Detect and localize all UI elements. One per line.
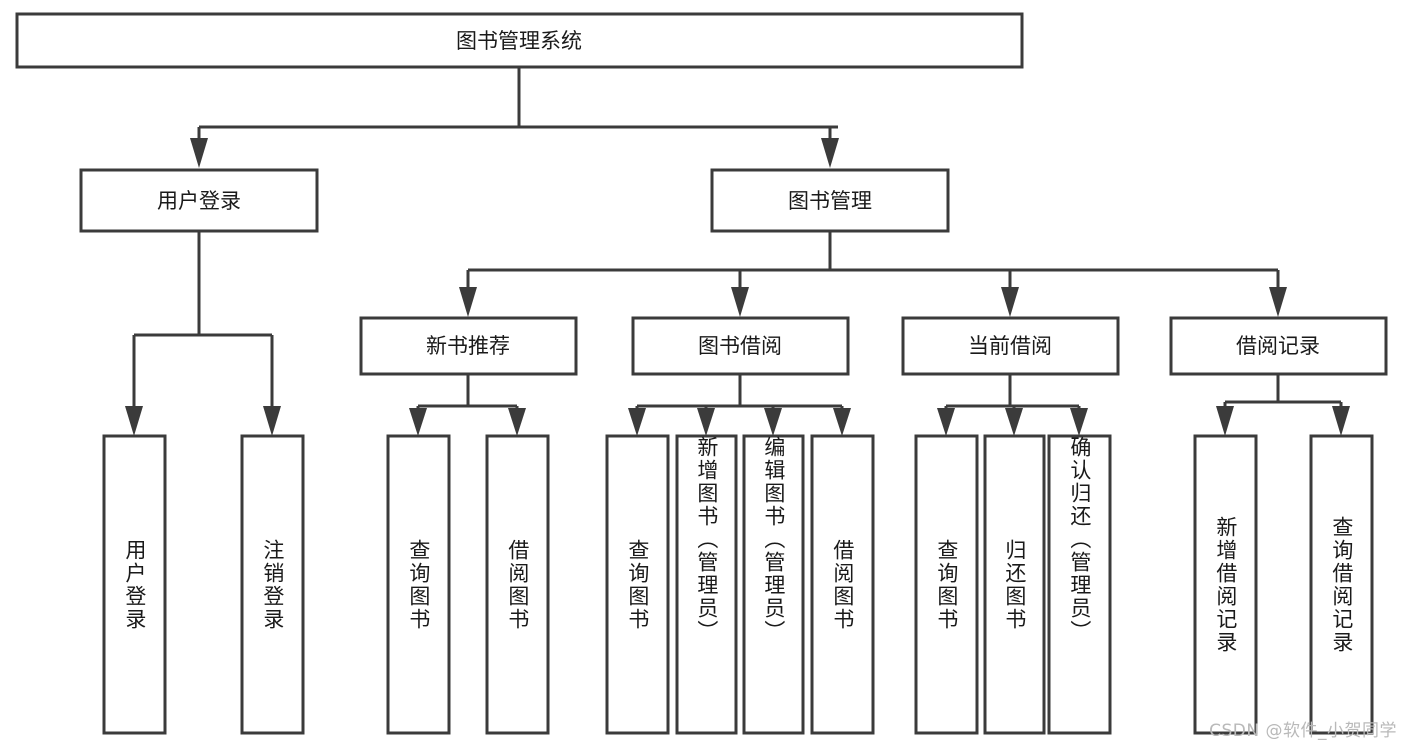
node-user-login-label: 用户登录 [157, 189, 241, 213]
node-root[interactable]: 图书管理系统 [15, 12, 1024, 69]
connector-borrow-record-to-leaves [1216, 374, 1350, 436]
arrow-head-new-book-leaf-1 [409, 408, 427, 436]
arrow-head-book-borrow-leaf-2 [697, 408, 715, 436]
leaf-box-borrow-record-2[interactable] [1309, 434, 1374, 735]
node-book-borrow[interactable]: 图书借阅 [631, 316, 850, 376]
arrow-head-to-new-book [459, 287, 477, 317]
arrow-head-to-current-borrow [1001, 287, 1019, 317]
node-book-borrow-box[interactable] [631, 316, 850, 376]
arrow-head-current-borrow-leaf-1 [937, 408, 955, 436]
leaf-box-user-login-1[interactable] [102, 434, 167, 735]
arrow-head-current-borrow-leaf-2 [1005, 408, 1023, 436]
leaf-box-user-login-2[interactable] [240, 434, 305, 735]
node-user-login[interactable]: 用户登录 [79, 168, 319, 233]
leaf-box-book-borrow-4[interactable] [810, 434, 875, 735]
node-book-borrow-label: 图书借阅 [698, 334, 782, 358]
arrow-head-borrow-record-leaf-1 [1216, 406, 1234, 436]
connector-root-to-level2 [190, 67, 839, 168]
node-borrow-record[interactable]: 借阅记录 [1169, 316, 1388, 376]
node-current-borrow-label: 当前借阅 [968, 334, 1052, 358]
arrow-head-to-book-manage [821, 138, 839, 168]
arrow-head-book-borrow-leaf-1 [628, 408, 646, 436]
node-new-book-recommend-box[interactable] [359, 316, 578, 376]
node-root-label: 图书管理系统 [456, 29, 582, 53]
arrow-head-new-book-leaf-2 [508, 408, 526, 436]
connector-new-book-to-leaves [409, 374, 526, 436]
leaf-box-new-book-1[interactable] [386, 434, 451, 735]
watermark-text: CSDN @软件_小贺同学 [1209, 721, 1397, 741]
connector-current-borrow-to-leaves [937, 374, 1088, 436]
leaf-box-book-borrow-2[interactable] [675, 434, 738, 735]
node-current-borrow-box[interactable] [901, 316, 1120, 376]
arrow-head-user-login-leaf-1 [125, 406, 143, 436]
arrow-head-to-user-login [190, 138, 208, 168]
leaf-box-current-borrow-3[interactable] [1047, 434, 1112, 735]
node-borrow-record-box[interactable] [1169, 316, 1388, 376]
leaf-box-book-borrow-3[interactable] [742, 434, 805, 735]
arrow-head-book-borrow-leaf-4 [833, 408, 851, 436]
connector-book-manage-to-level3 [459, 231, 1287, 317]
node-new-book-recommend-label: 新书推荐 [426, 334, 510, 358]
arrow-head-to-book-borrow [731, 287, 749, 317]
node-borrow-record-label: 借阅记录 [1236, 334, 1320, 358]
arrow-head-borrow-record-leaf-2 [1332, 406, 1350, 436]
node-root-box[interactable] [15, 12, 1024, 69]
node-new-book-recommend[interactable]: 新书推荐 [359, 316, 578, 376]
leaf-box-current-borrow-1[interactable] [914, 434, 979, 735]
node-book-manage[interactable]: 图书管理 [710, 168, 950, 233]
node-book-manage-label: 图书管理 [788, 189, 872, 213]
leaf-box-new-book-2[interactable] [485, 434, 550, 735]
leaf-box-borrow-record-1[interactable] [1193, 434, 1258, 735]
connector-user-login-to-leaves [125, 231, 281, 436]
arrow-head-current-borrow-leaf-3 [1070, 408, 1088, 436]
arrow-head-book-borrow-leaf-3 [764, 408, 782, 436]
connector-book-borrow-to-leaves [628, 374, 851, 436]
arrow-head-user-login-leaf-2 [263, 406, 281, 436]
leaf-box-current-borrow-2[interactable] [983, 434, 1046, 735]
arrow-head-to-borrow-record [1269, 287, 1287, 317]
node-book-manage-box[interactable] [710, 168, 950, 233]
leaf-box-book-borrow-1[interactable] [605, 434, 670, 735]
node-current-borrow[interactable]: 当前借阅 [901, 316, 1120, 376]
